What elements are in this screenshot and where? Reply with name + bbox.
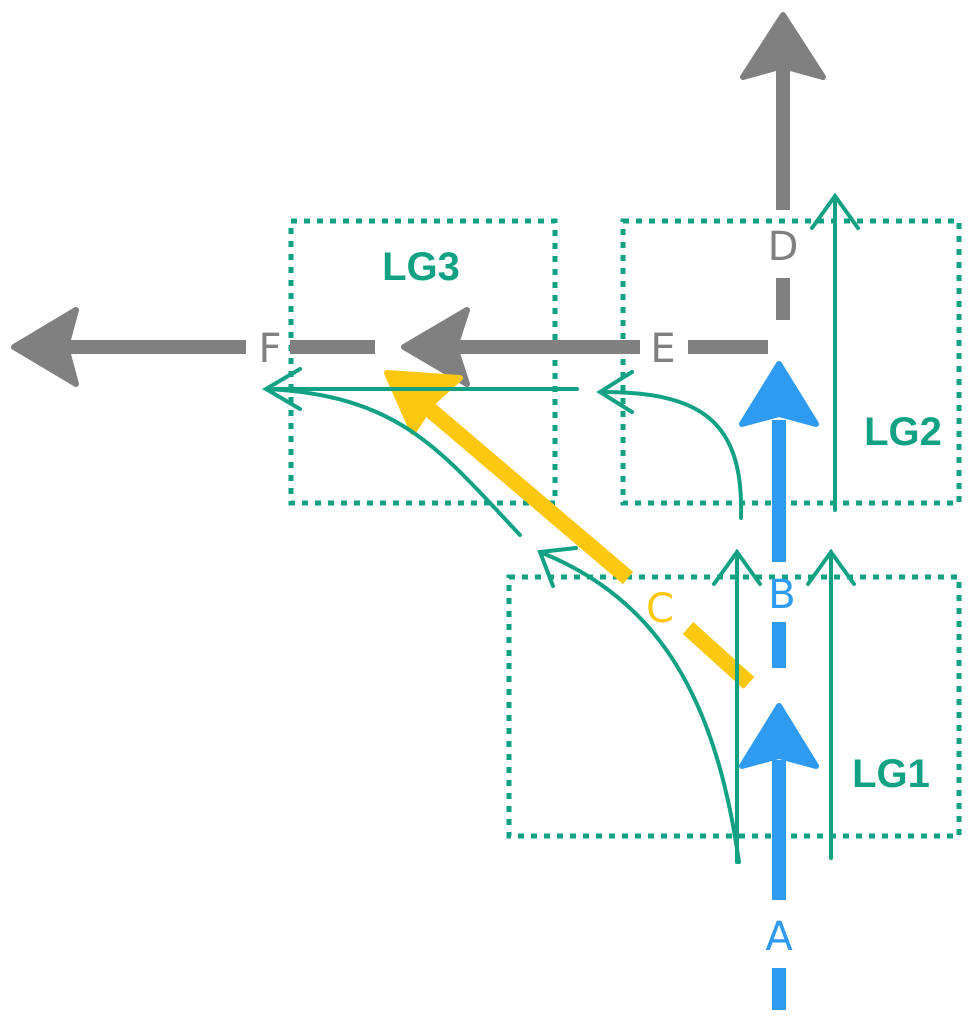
lane-lg1-left-straight-head: [712, 548, 762, 586]
lane-lg2-left-turn: [600, 390, 744, 520]
lane-group-box-lg3: [288, 218, 558, 506]
node-label-b: B: [768, 572, 795, 618]
lane-lg1-left-turn: [538, 550, 741, 864]
node-label-d: D: [768, 224, 799, 270]
lane-lg3-curve: [266, 387, 522, 537]
road-d-arrow: [740, 12, 826, 320]
lane-group-box-lg2: [620, 218, 962, 506]
node-label-f: F: [258, 326, 281, 372]
road-ab-arrow: [739, 361, 819, 1010]
road-ef-arrow: [11, 307, 768, 387]
lane-group-label-lg3: LG3: [382, 245, 460, 289]
node-label-a: A: [765, 914, 793, 960]
road-c-arrow: [384, 370, 755, 689]
lane-lg2-straight-head: [810, 192, 860, 230]
lane-group-box-lg1: [506, 574, 962, 839]
lane-lg1-right-straight-head: [806, 548, 856, 586]
lane-group-label-lg2: LG2: [864, 410, 942, 454]
lane-lg1-left-turn-head: [537, 546, 578, 588]
lane-connectors: [262, 192, 860, 864]
lane-lg2-left-turn-head: [596, 370, 634, 414]
node-label-c: C: [646, 586, 674, 632]
lane-group-label-lg1: LG1: [852, 752, 930, 796]
node-label-e: E: [650, 326, 675, 372]
